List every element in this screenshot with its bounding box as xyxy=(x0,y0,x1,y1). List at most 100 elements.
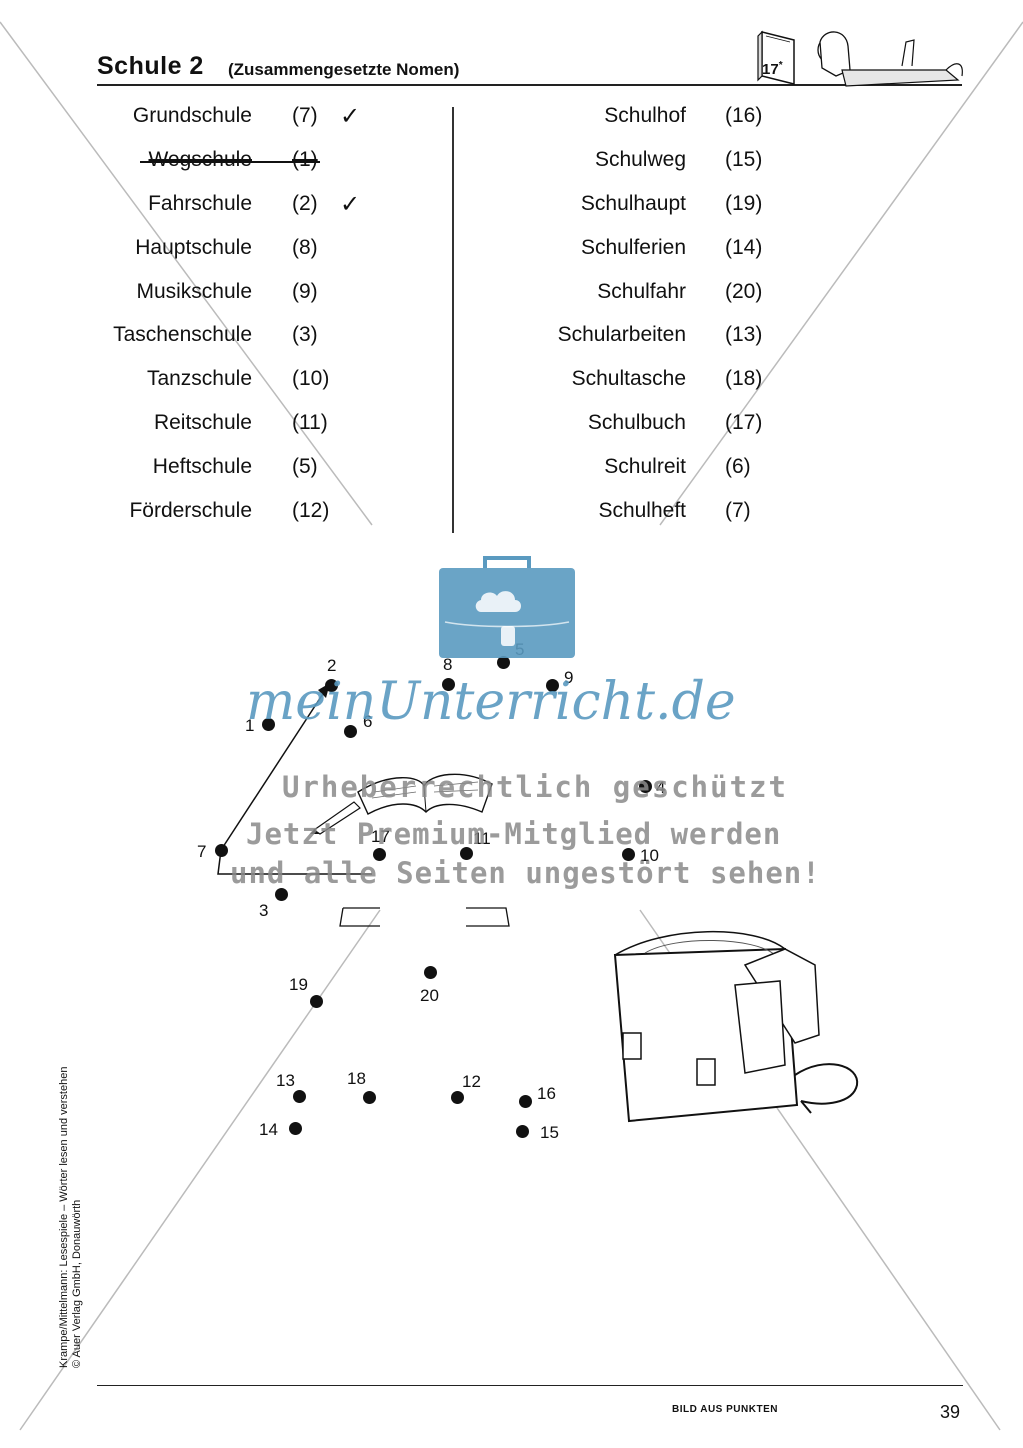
dot-label: 6 xyxy=(363,712,373,731)
list-number: (10) xyxy=(292,367,330,390)
dot xyxy=(442,678,455,691)
list-word: Musikschule xyxy=(136,280,252,303)
list-word: Fahrschule xyxy=(148,192,252,215)
list-number: (20) xyxy=(725,280,763,303)
page-number: 39 xyxy=(940,1402,961,1422)
list-number: (2) xyxy=(292,192,318,215)
credit-line-1: Krampe/Mittelmann: Lesespiele – Wörter l… xyxy=(58,1066,70,1368)
dot xyxy=(451,1091,464,1104)
dot xyxy=(325,679,338,692)
footer-section-label: BILD AUS PUNKTEN xyxy=(672,1404,778,1415)
list-word: Schulhof xyxy=(604,104,686,127)
dot-label: 16 xyxy=(537,1084,556,1103)
dot xyxy=(373,848,386,861)
dot xyxy=(519,1095,532,1108)
watermark-line-3: und alle Seiten ungestört sehen! xyxy=(230,856,821,890)
list-number: (1) xyxy=(292,148,318,171)
dot xyxy=(289,1122,302,1135)
list-number: (19) xyxy=(725,192,763,215)
list-number: (18) xyxy=(725,367,763,390)
dot-label: 9 xyxy=(564,668,574,687)
list-number: (7) xyxy=(292,104,318,127)
dot-label: 2 xyxy=(327,656,337,675)
dot xyxy=(293,1090,306,1103)
list-word: Hauptschule xyxy=(135,236,252,259)
list-number: (16) xyxy=(725,104,763,127)
dot xyxy=(516,1125,529,1138)
dot xyxy=(363,1091,376,1104)
list-word: Schularbeiten xyxy=(557,323,686,346)
list-word: Schulweg xyxy=(594,148,686,171)
reading-girl-illustration xyxy=(817,31,963,87)
dot-label: 13 xyxy=(276,1071,295,1090)
card-number: 17 xyxy=(762,61,779,78)
credit-line-2: © Auer Verlag GmbH, Donauwörth xyxy=(71,1199,83,1368)
dot xyxy=(344,725,357,738)
watermark-line-1: Urheberrechtlich geschützt xyxy=(282,770,788,804)
dot-label: 3 xyxy=(259,901,269,920)
briefcase-logo-icon xyxy=(439,556,575,658)
dot-label: 7 xyxy=(197,842,207,861)
check-mark: ✓ xyxy=(340,103,361,130)
dot-label: 20 xyxy=(420,986,439,1005)
list-word: Tanzschule xyxy=(146,367,252,390)
list-word: Grundschule xyxy=(132,104,252,127)
list-number: (11) xyxy=(292,411,328,434)
worksheet-subtitle: (Zusammengesetzte Nomen) xyxy=(228,60,460,79)
card-star: * xyxy=(778,60,783,71)
dot-label: 19 xyxy=(289,975,308,994)
dot-label: 4 xyxy=(656,778,666,797)
list-word: Schulhaupt xyxy=(580,192,686,215)
dot-label: 17 xyxy=(371,827,390,846)
list-number: (13) xyxy=(725,323,763,346)
list-number: (6) xyxy=(725,455,751,478)
dot xyxy=(639,780,652,793)
list-number: (8) xyxy=(292,236,318,259)
worksheet-title: Schule 2 xyxy=(97,52,204,80)
list-number: (17) xyxy=(725,411,763,434)
list-word: Förderschule xyxy=(129,499,252,522)
watermark-line-2: Jetzt Premium-Mitglied werden xyxy=(246,817,782,851)
dot-label: 12 xyxy=(462,1072,481,1091)
footer-rule xyxy=(97,1385,963,1386)
list-word: Taschenschule xyxy=(113,323,252,346)
open-book-illustration xyxy=(357,773,493,815)
dot xyxy=(546,679,559,692)
list-number: (15) xyxy=(725,148,763,171)
dot-label: 11 xyxy=(473,829,491,848)
dot xyxy=(215,844,228,857)
list-word: Schulreit xyxy=(604,455,686,478)
dot xyxy=(262,718,275,731)
list-word: Schulferien xyxy=(580,236,686,259)
dot-label: 18 xyxy=(347,1069,366,1088)
column-divider xyxy=(452,107,454,533)
list-word: Heftschule xyxy=(152,455,252,478)
list-number: (3) xyxy=(292,323,318,346)
card-book-illustration: 17* xyxy=(756,26,800,86)
dot-label: 14 xyxy=(259,1120,278,1139)
list-word: Schultasche xyxy=(571,367,686,390)
side-credit: Krampe/Mittelmann: Lesespiele – Wörter l… xyxy=(58,1067,84,1368)
header-rule xyxy=(97,84,962,86)
dot xyxy=(424,966,437,979)
list-number: (9) xyxy=(292,280,318,303)
dot xyxy=(275,888,288,901)
check-mark: ✓ xyxy=(340,191,361,218)
list-number: (14) xyxy=(725,236,763,259)
list-word: Schulheft xyxy=(598,499,686,522)
dot xyxy=(310,995,323,1008)
dot xyxy=(622,848,635,861)
list-word: Schulfahr xyxy=(597,280,686,303)
dot xyxy=(497,656,510,669)
dot-label: 10 xyxy=(640,846,659,865)
list-word: Wegschule xyxy=(148,148,252,171)
pencil-illustration xyxy=(310,801,361,835)
strike-line xyxy=(140,161,320,163)
dot xyxy=(460,847,473,860)
dot-label: 15 xyxy=(540,1123,559,1142)
list-number: (5) xyxy=(292,455,318,478)
list-number: (12) xyxy=(292,499,330,522)
dot-label: 1 xyxy=(245,716,255,735)
school-bag-illustration xyxy=(613,931,859,1123)
